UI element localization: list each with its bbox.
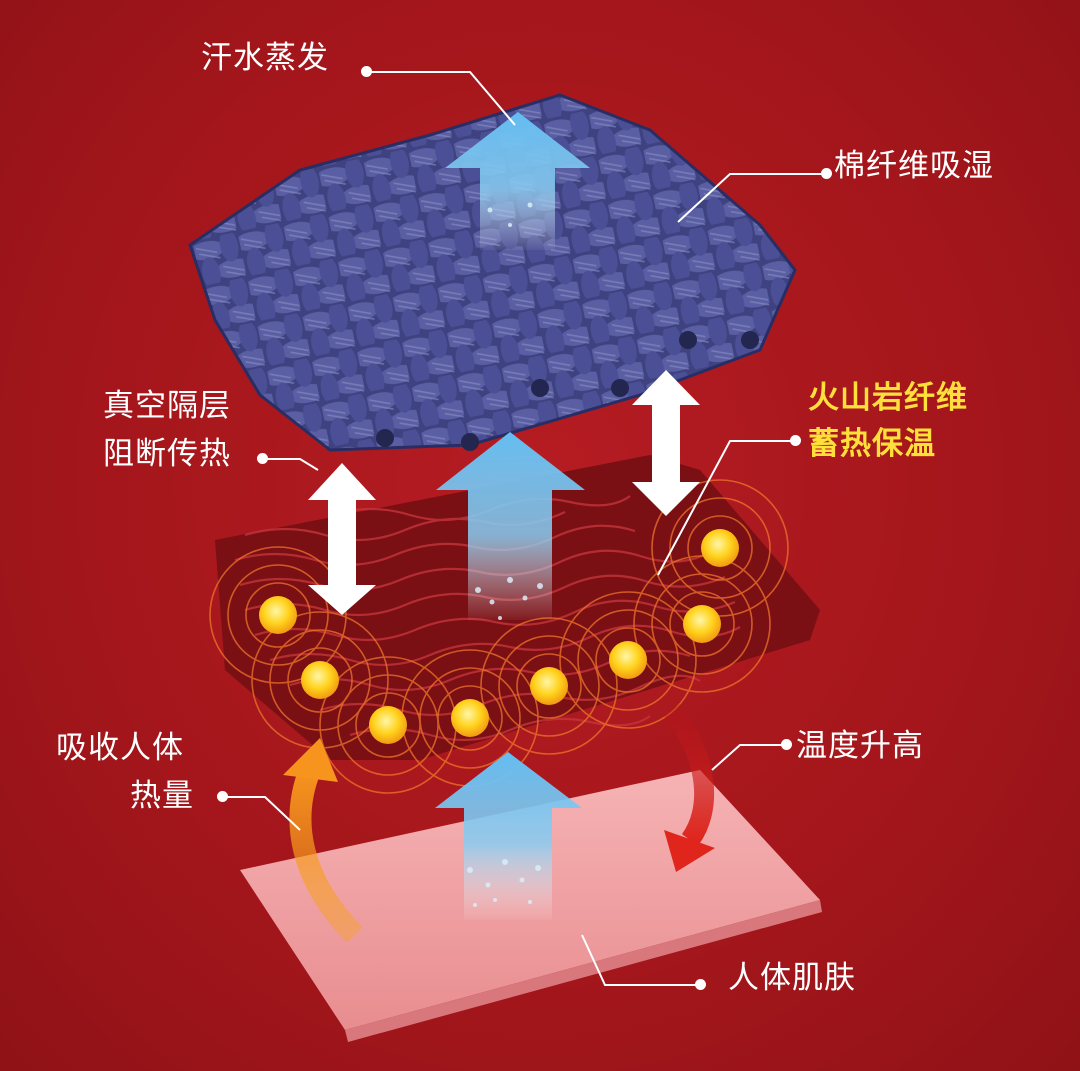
leader-lines <box>223 71 826 986</box>
label-volcanic-line1: 火山岩纤维 <box>808 380 968 416</box>
heat-particle <box>609 641 647 679</box>
label-absorb-heat-line1: 吸收人体 <box>56 730 184 766</box>
heat-particle <box>259 596 297 634</box>
vapor-arrow-middle <box>436 432 585 620</box>
heat-particle <box>301 661 339 699</box>
vapor-arrow-top <box>445 112 590 250</box>
vapor-arrow-bottom <box>435 752 582 920</box>
heat-particle <box>701 529 739 567</box>
label-pointer-dot <box>781 739 792 750</box>
label-pointer-dot <box>790 435 801 446</box>
heat-particle <box>369 706 407 744</box>
label-volcanic-line2: 蓄热保温 <box>808 426 936 462</box>
label-temperature-rise: 温度升高 <box>796 728 924 764</box>
label-absorb-heat-line2: 热量 <box>130 778 194 814</box>
cotton-fabric-layer <box>188 93 797 452</box>
label-pointer-dot <box>821 168 832 179</box>
vacuum-gap-arrow-left <box>308 463 376 615</box>
label-vacuum-line1: 真空隔层 <box>103 388 231 424</box>
label-pointer-dot <box>361 66 372 77</box>
temperature-rise-arrow <box>663 703 715 872</box>
heat-particle <box>451 699 489 737</box>
label-cotton-absorb: 棉纤维吸湿 <box>834 148 994 184</box>
heat-particle <box>683 605 721 643</box>
heat-absorb-arrow <box>283 738 363 943</box>
label-pointer-dot <box>257 453 268 464</box>
label-pointer-dot <box>217 791 228 802</box>
label-skin: 人体肌肤 <box>728 960 856 996</box>
vacuum-gap-arrow-right <box>632 370 700 516</box>
label-pointer-dot <box>695 979 706 990</box>
label-sweat-evaporation: 汗水蒸发 <box>201 40 329 76</box>
heat-particle <box>530 667 568 705</box>
heat-particles <box>209 479 789 794</box>
water-droplets <box>467 202 543 907</box>
label-vacuum-line2: 阻断传热 <box>103 436 231 472</box>
